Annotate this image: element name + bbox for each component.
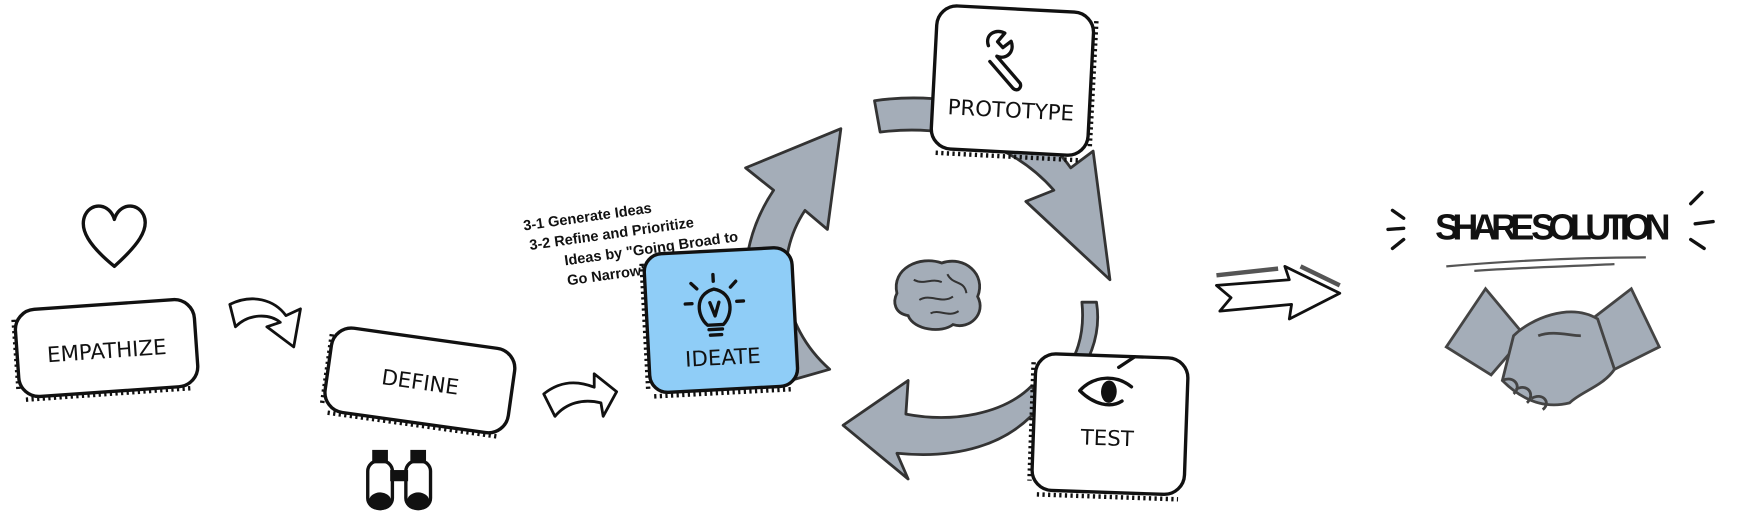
stage-label: IDEATE <box>685 344 762 373</box>
wrench-icon <box>985 29 1023 92</box>
arrow-to-share <box>1215 264 1342 321</box>
binoculars-icon <box>366 449 433 511</box>
share-solution: SHARE SOLUTION <box>1386 190 1715 411</box>
stage-empathize[interactable]: EMPATHIZE <box>11 297 200 402</box>
brain-icon <box>893 259 982 331</box>
lightbulb-icon <box>683 272 746 337</box>
handshake-icon <box>1444 286 1662 411</box>
arrow-icon <box>542 372 619 418</box>
heart-icon <box>81 204 147 269</box>
share-solution-title: SHARE SOLUTION <box>1435 208 1670 248</box>
stage-prototype[interactable]: PROTOTYPE <box>929 4 1099 163</box>
arrow-icon <box>228 297 302 349</box>
eye-icon <box>1078 355 1137 407</box>
stage-test[interactable]: TEST <box>1027 352 1190 502</box>
cycle-arrow-left <box>841 379 1045 481</box>
stage-label: TEST <box>1079 425 1135 452</box>
stage-define[interactable]: DEFINE <box>319 325 517 440</box>
stage-ideate[interactable]: IDEATE <box>639 246 800 399</box>
